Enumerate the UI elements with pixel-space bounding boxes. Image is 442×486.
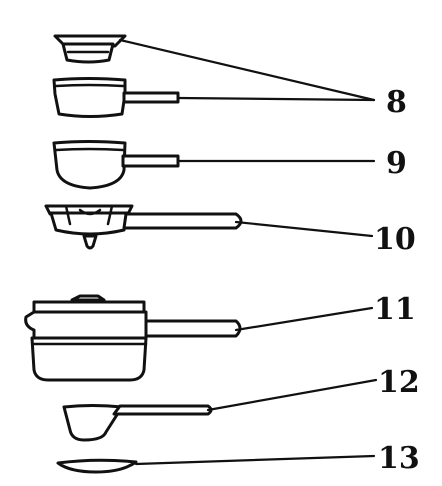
- milk-jug: [24, 294, 242, 382]
- label-12: 12: [378, 365, 420, 400]
- leader-line-13: [134, 454, 376, 466]
- leader-line-11: [234, 306, 374, 332]
- filter-basket-double: [52, 140, 180, 190]
- leader-line-8b: [176, 96, 376, 102]
- label-13: 13: [378, 441, 420, 476]
- leader-line-10: [234, 220, 374, 238]
- leader-lines: [118, 38, 378, 466]
- small-filter-cup: [53, 34, 127, 64]
- label-11: 11: [374, 292, 416, 327]
- measuring-scoop: [62, 404, 213, 442]
- label-8: 8: [386, 85, 407, 120]
- tamper-disc: [56, 458, 138, 474]
- leader-line-8a: [118, 38, 376, 102]
- portafilter: [44, 204, 243, 250]
- label-10: 10: [374, 222, 416, 257]
- leader-line-12: [206, 378, 378, 412]
- filter-basket-single: [52, 77, 180, 118]
- label-9: 9: [386, 146, 407, 181]
